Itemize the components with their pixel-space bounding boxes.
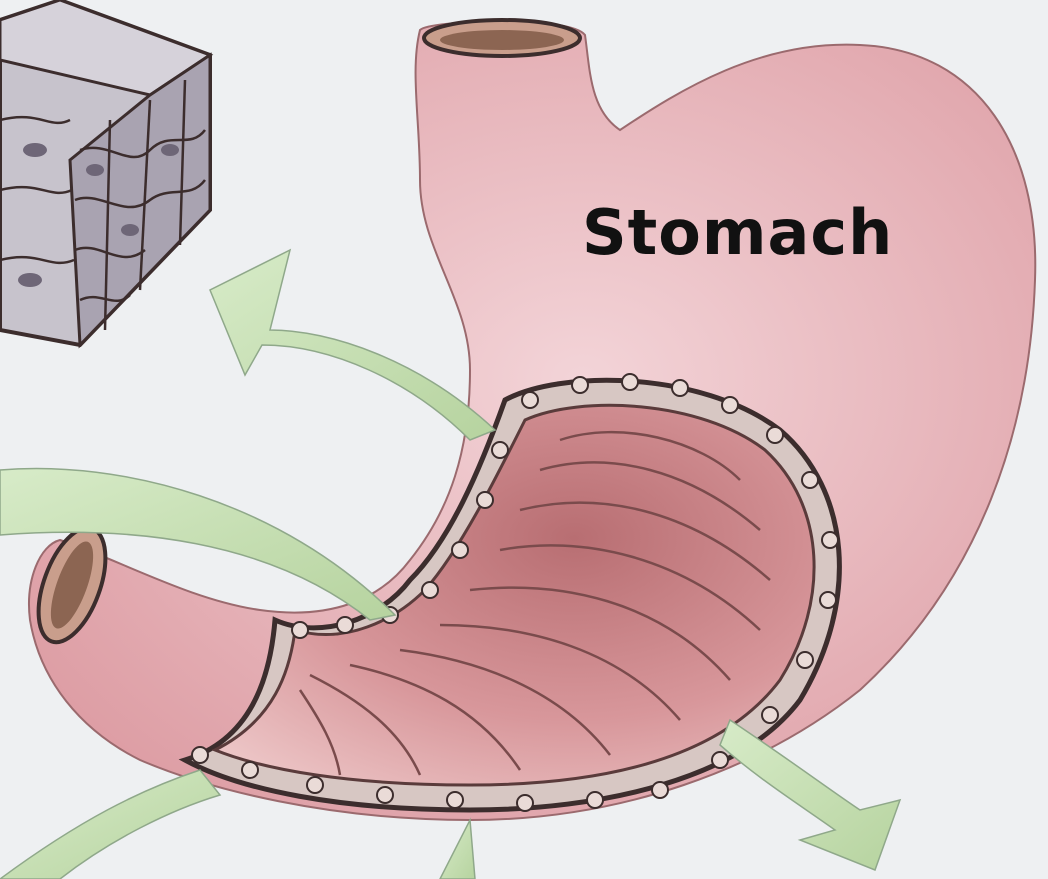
arrow-left-lower xyxy=(0,770,220,879)
tissue-block xyxy=(0,0,210,345)
stomach-label: Stomach xyxy=(582,196,893,269)
arrow-bottom xyxy=(440,820,475,879)
arrow-right-lower xyxy=(720,720,900,870)
